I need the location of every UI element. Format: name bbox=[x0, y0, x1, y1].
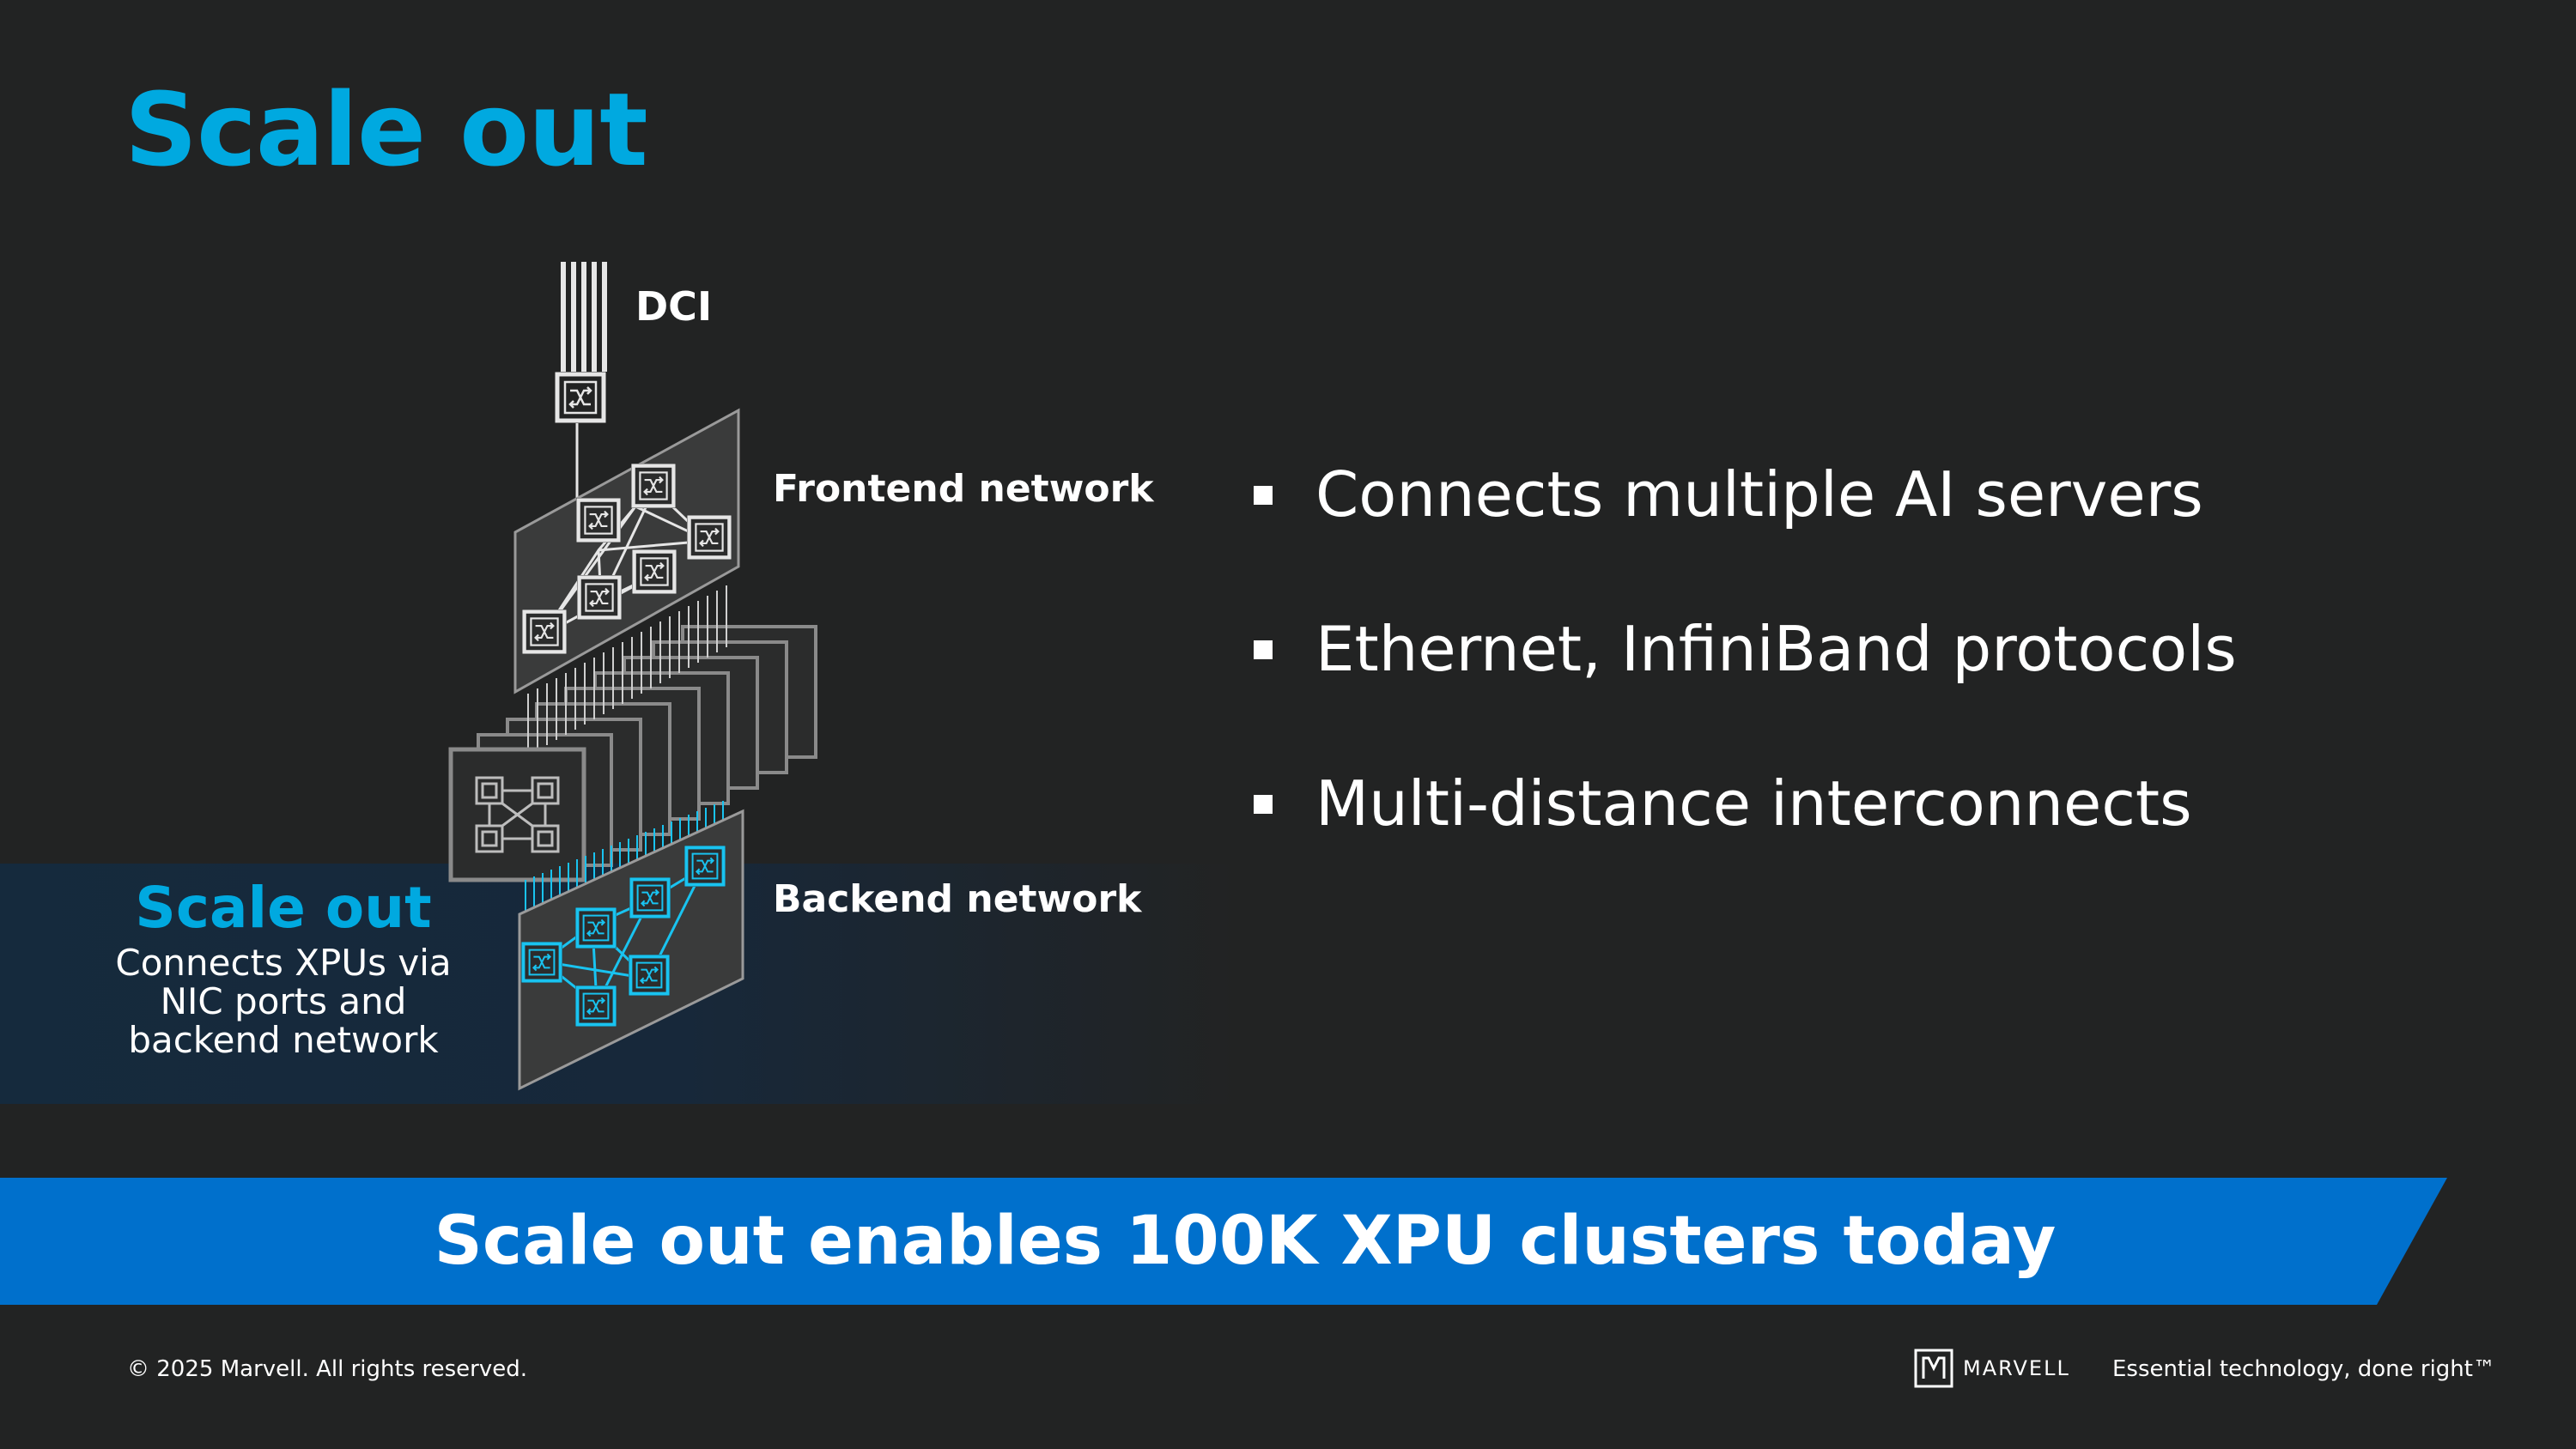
frontend-network-label: Frontend network bbox=[773, 467, 1154, 511]
bullet-square-icon bbox=[1254, 795, 1273, 814]
banner-text: Scale out enables 100K XPU clusters toda… bbox=[434, 1203, 2057, 1280]
xpu-server-icon bbox=[448, 747, 586, 882]
dci-label: DCI bbox=[635, 283, 713, 330]
callout-text: Connects XPUs via NIC ports and backend … bbox=[115, 941, 452, 1062]
scale-out-callout: Scale out Connects XPUs via NIC ports an… bbox=[94, 875, 472, 1062]
dci-links bbox=[561, 262, 607, 372]
bullet-text: Multi-distance interconnects bbox=[1315, 767, 2192, 840]
bullet-square-icon bbox=[1254, 640, 1273, 659]
switch-icon bbox=[575, 985, 617, 1027]
switch-icon bbox=[635, 552, 675, 592]
bullet-item: Ethernet, InfiniBand protocols bbox=[1254, 618, 2237, 773]
tagline: Essential technology, done right™ bbox=[2112, 1356, 2495, 1382]
bullet-list: Connects multiple AI servers Ethernet, I… bbox=[1254, 464, 2237, 927]
switch-icon bbox=[684, 846, 726, 887]
frontend-switches bbox=[522, 464, 732, 654]
switch-icon bbox=[629, 877, 671, 919]
marvell-logo-icon bbox=[1914, 1349, 1953, 1388]
marvell-logo: MARVELL bbox=[1913, 1348, 2070, 1389]
bullet-item: Connects multiple AI servers bbox=[1254, 464, 2237, 618]
logo-text: MARVELL bbox=[1963, 1356, 2070, 1380]
switch-icon bbox=[575, 907, 617, 949]
backend-network-label: Backend network bbox=[773, 877, 1142, 921]
switch-icon bbox=[521, 942, 562, 983]
dci-switch-icon bbox=[554, 372, 607, 423]
switch-icon bbox=[579, 500, 619, 541]
switch-icon bbox=[690, 518, 730, 558]
frontend-drop-lines bbox=[527, 585, 727, 755]
frontend-plane bbox=[513, 408, 740, 694]
network-diagram bbox=[448, 262, 817, 1091]
copyright: © 2025 Marvell. All rights reserved. bbox=[127, 1356, 528, 1382]
switch-icon bbox=[629, 955, 670, 996]
banner-background bbox=[0, 1178, 2447, 1305]
switch-icon bbox=[525, 612, 565, 652]
bullet-text: Connects multiple AI servers bbox=[1315, 458, 2203, 530]
callout-title: Scale out bbox=[135, 875, 432, 941]
bullet-square-icon bbox=[1254, 486, 1273, 505]
slide-title: Scale out bbox=[125, 70, 648, 189]
switch-icon bbox=[634, 466, 674, 506]
bullet-item: Multi-distance interconnects bbox=[1254, 773, 2237, 927]
switch-icon bbox=[580, 578, 620, 618]
backend-switches bbox=[521, 846, 726, 1027]
bullet-text: Ethernet, InfiniBand protocols bbox=[1315, 613, 2237, 685]
